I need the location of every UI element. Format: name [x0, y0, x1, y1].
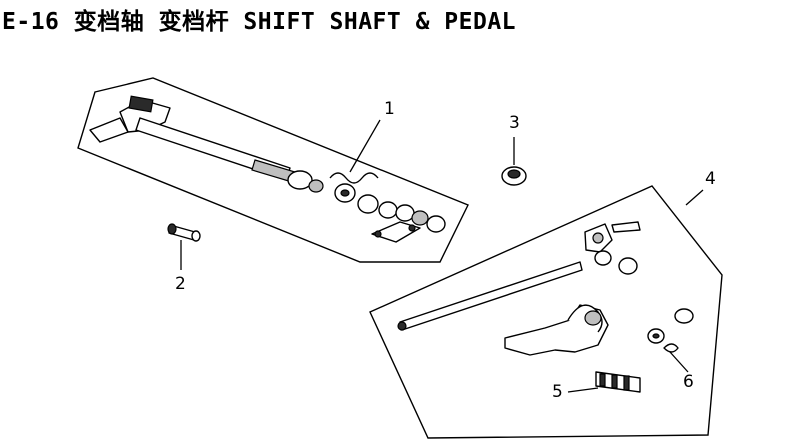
callout-2: 2 — [175, 274, 186, 294]
callout-5: 5 — [552, 382, 563, 402]
callout-6: 6 — [683, 372, 694, 392]
pedal-hardware — [647, 308, 694, 353]
bolt-part-2 — [167, 223, 201, 242]
callout-1: 1 — [384, 99, 395, 119]
callout-3: 3 — [509, 113, 520, 133]
pedal-group-outline — [369, 185, 723, 439]
leader-line-5 — [567, 387, 599, 393]
shift-shaft-group-outline — [77, 77, 469, 263]
callout-4: 4 — [705, 169, 716, 189]
shift-shaft — [89, 95, 296, 183]
pedal-rubber-part-5 — [595, 371, 641, 393]
oil-seal-part-3 — [501, 166, 527, 186]
leader-line-4 — [685, 189, 704, 206]
shaft-hardware — [287, 170, 446, 243]
shift-pedal-assembly — [397, 221, 641, 356]
leader-line-1 — [349, 119, 381, 173]
leader-line-6 — [669, 351, 689, 373]
page-title: E-16 变档轴 变档杆 SHIFT SHAFT & PEDAL — [2, 9, 517, 35]
